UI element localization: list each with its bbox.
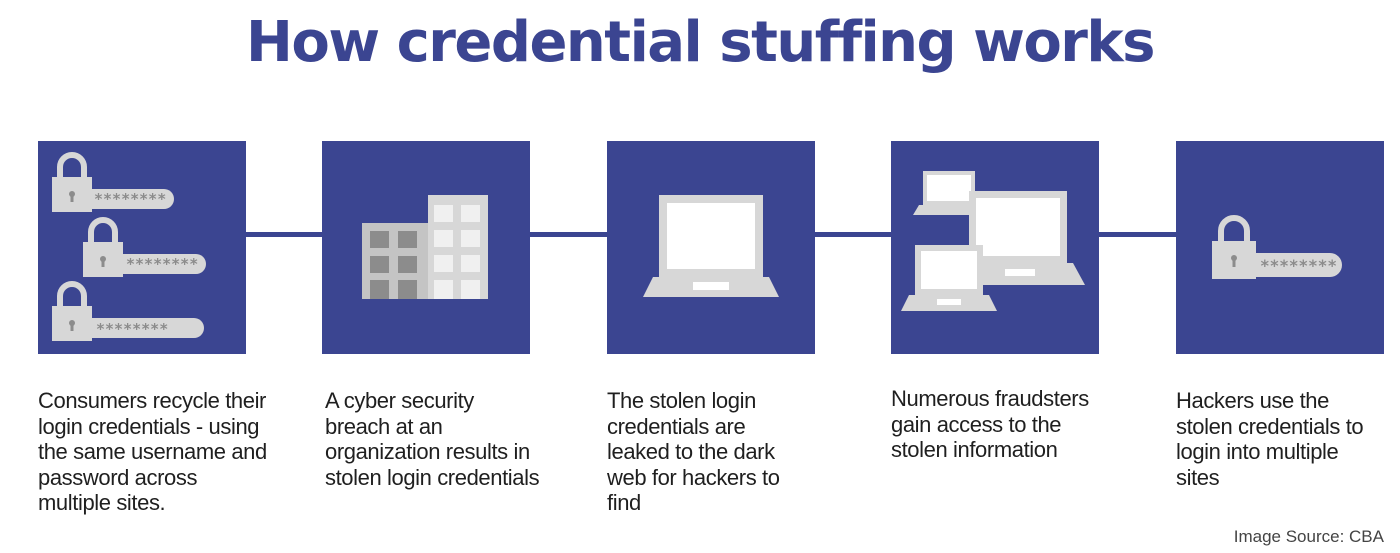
connector-line — [1098, 232, 1176, 237]
step-4-tile — [891, 141, 1099, 354]
laptop-icon — [643, 195, 779, 297]
step-1-caption: Consumers recycle their login credential… — [38, 388, 267, 515]
diagram-title: How credential stuffing works — [246, 10, 1155, 75]
connector-line — [530, 232, 608, 237]
password-mask: ******** — [96, 320, 168, 338]
multiple-padlock-passwords-icon: ******** ******** ******** — [52, 152, 206, 341]
connector-line — [814, 232, 892, 237]
password-mask: ******** — [126, 255, 198, 273]
image-source-credit: Image Source: CBA — [1233, 527, 1384, 546]
step-2-tile — [322, 141, 530, 354]
office-building-icon — [362, 195, 488, 299]
step-5-tile: ******** — [1176, 141, 1384, 354]
multiple-laptops-icon — [901, 171, 1085, 311]
connector-line — [246, 232, 324, 237]
step-2-caption: A cyber security breach at an organizati… — [325, 388, 540, 490]
step-5-caption: Hackers use the stolen credentials to lo… — [1176, 388, 1364, 490]
password-mask: ******** — [1260, 256, 1337, 275]
step-4-caption: Numerous fraudsters gain access to the s… — [891, 386, 1089, 462]
padlock-password-icon: ******** — [1212, 215, 1342, 279]
step-3-caption: The stolen login credentials are leaked … — [607, 388, 780, 515]
step-3-tile — [607, 141, 815, 354]
password-mask: ******** — [94, 190, 166, 208]
step-1-tile: ******** ******** ******** — [38, 141, 246, 354]
